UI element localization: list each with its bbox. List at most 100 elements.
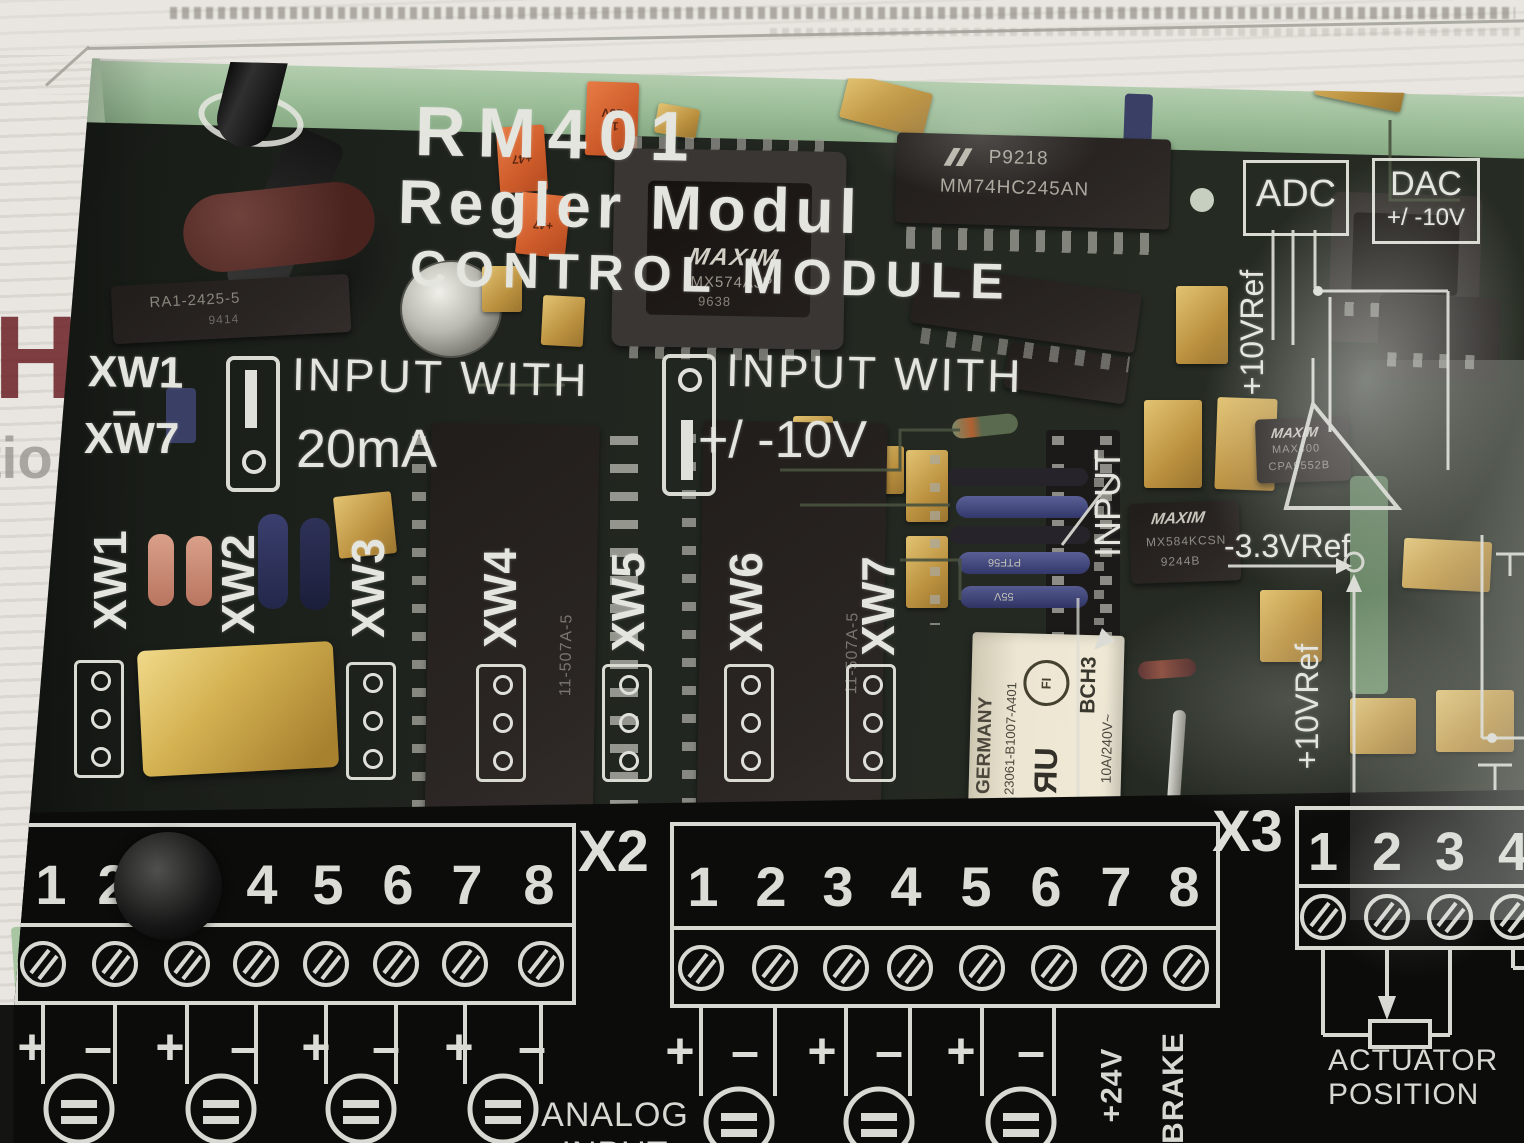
x1-pol: + xyxy=(155,1019,184,1075)
label-vref-neg33: -3.3VRef xyxy=(1224,528,1351,564)
label-xw1: XW1 xyxy=(84,529,136,630)
resistor-bank-pins-left xyxy=(930,455,940,625)
resistor-dark xyxy=(950,526,1090,544)
option-b-line2: +/ -10V xyxy=(698,411,868,469)
x3-caption-line1: ACTUATOR xyxy=(1328,1044,1499,1077)
cover-schematic-arrows xyxy=(1094,286,1497,743)
wall-partial-letters-small: tio xyxy=(0,426,53,491)
x1-num-1: 1 xyxy=(35,853,66,916)
x2-t7-label: +24V xyxy=(1095,1047,1128,1123)
x1-caption: ANALOG INPUT xyxy=(541,1096,689,1143)
jumper-3pin xyxy=(476,664,526,782)
x2-num-4: 4 xyxy=(890,855,921,918)
label-xw3: XW3 xyxy=(342,537,394,638)
smd-cap xyxy=(1350,698,1416,754)
x3-num-3: 3 xyxy=(1435,822,1465,882)
board-name-de: Regler Modul xyxy=(397,167,864,248)
x2-pol: + xyxy=(807,1023,836,1079)
x3-caption-line2: POSITION xyxy=(1328,1078,1480,1111)
x2-num-3: 3 xyxy=(822,855,853,918)
dac-box: DAC +/ -10V xyxy=(1372,158,1480,244)
resistor-blue xyxy=(300,518,330,610)
option-a-line1: INPUT WITH xyxy=(291,347,590,407)
resistor-dark xyxy=(948,468,1088,486)
pcb-hole xyxy=(1190,188,1214,212)
dip-pins-left xyxy=(412,436,426,832)
resistor-precision-blue: PTF56 xyxy=(958,552,1090,574)
jumper-3pin xyxy=(346,662,396,780)
x2-num-7: 7 xyxy=(1100,855,1131,918)
smd-cap xyxy=(1144,400,1202,488)
label-xw2: XW2 xyxy=(212,533,264,634)
label-input-vertical: INPUT xyxy=(1087,449,1128,557)
terminal-panel-x1: 1 2 3 4 5 6 7 8 + – + – + – + – xyxy=(14,823,576,1143)
dac-sublabel: +/ -10V xyxy=(1386,204,1466,231)
label-vref-adc: +10VRef xyxy=(1234,269,1271,395)
x2-pol: – xyxy=(731,1023,759,1079)
x1-pol: – xyxy=(84,1019,112,1075)
adc-box: ADC xyxy=(1243,160,1349,236)
wall-faint-print-line xyxy=(170,7,1515,19)
x1-num-8: 8 xyxy=(523,853,554,916)
smd-cap xyxy=(1260,590,1322,662)
x2-num-1: 1 xyxy=(687,855,718,918)
resistor-blue xyxy=(258,514,288,609)
x1-pol: + xyxy=(444,1019,473,1075)
jumper-3pin xyxy=(724,664,774,782)
jumper-bar xyxy=(681,420,693,480)
resistor-precision-blue xyxy=(956,496,1088,518)
blue-cap xyxy=(166,388,196,443)
x2-pol: + xyxy=(665,1023,694,1079)
smd-cap xyxy=(906,450,948,522)
option-a-line2: 20mA xyxy=(296,419,438,479)
pcb-traces xyxy=(470,120,1460,600)
jumper-bar xyxy=(245,370,257,428)
x2-num-5: 5 xyxy=(960,855,991,918)
jumper-range-dash: – xyxy=(112,386,137,435)
jumper-3pin xyxy=(602,664,652,782)
jumper-pin xyxy=(678,368,702,392)
x2-num-8: 8 xyxy=(1168,855,1199,918)
smd-cap xyxy=(1176,286,1228,364)
x1-pol: – xyxy=(230,1019,258,1075)
x1-num-5: 5 xyxy=(312,853,343,916)
x3-num-1: 1 xyxy=(1308,822,1338,882)
jumper-3pin xyxy=(846,664,896,782)
x1-num-6: 6 xyxy=(382,853,413,916)
x2-pol: + xyxy=(946,1023,975,1079)
jumper-pin xyxy=(242,450,266,474)
resistor-bank-pins-right xyxy=(1094,450,1104,625)
x2-label: X2 xyxy=(578,819,649,884)
jumper-range-bottom: XW7 xyxy=(84,414,180,463)
dac-label: DAC xyxy=(1390,165,1462,203)
label-xw4: XW4 xyxy=(474,547,526,648)
smd-cap xyxy=(482,266,522,312)
option-b-line1: INPUT WITH xyxy=(725,343,1024,403)
x3-label: X3 xyxy=(1212,799,1283,864)
cover-screw-dome xyxy=(114,832,222,940)
x1-num-7: 7 xyxy=(451,853,482,916)
x3-num-4: 4 xyxy=(1498,822,1524,882)
smd-cap xyxy=(1436,690,1514,752)
adc-label: ADC xyxy=(1255,173,1337,215)
smd-cap xyxy=(906,536,948,608)
terminal-panel-x3: 1 2 3 4 xyxy=(1295,806,1524,1049)
terminal-panel-x2: 1 2 3 4 5 6 7 8 + – + – + – xyxy=(665,822,1220,1143)
x2-num-6: 6 xyxy=(1030,855,1061,918)
dip-pins xyxy=(682,434,696,832)
x2-t8-label: BRAKE xyxy=(1157,1032,1191,1143)
resistor-salmon xyxy=(186,536,212,606)
jumper-3pin xyxy=(74,660,124,778)
resistor-salmon xyxy=(148,534,174,606)
jumper-symbol-10v xyxy=(662,354,716,496)
x2-num-2: 2 xyxy=(755,855,786,918)
wiper-arrow xyxy=(1378,996,1396,1020)
jumper-symbol-20ma xyxy=(226,356,280,492)
resistor-precision-blue: 55V xyxy=(960,586,1088,608)
x2-pol: – xyxy=(875,1023,903,1079)
label-xw6: XW6 xyxy=(720,551,772,652)
x3-num-2: 2 xyxy=(1372,822,1402,882)
wall-faint-print-line2 xyxy=(770,28,1520,36)
